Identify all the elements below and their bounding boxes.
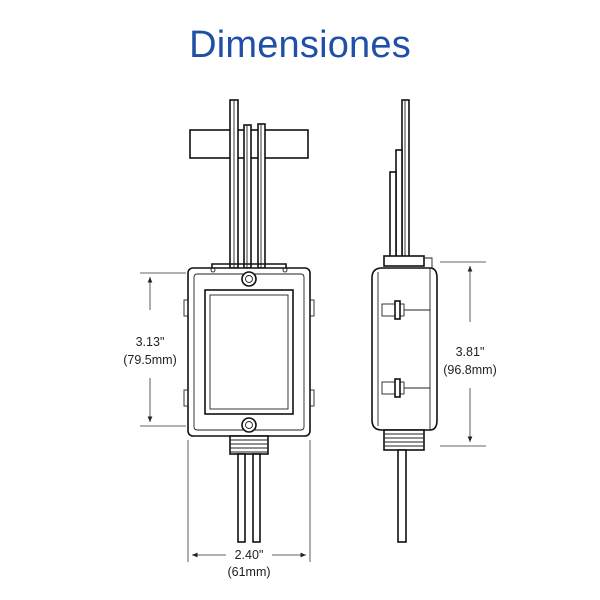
front-width-inches: 2.40" xyxy=(235,548,264,562)
side-height-dimension: 3.81" (96.8mm) xyxy=(440,261,497,447)
front-view: 3.13" (79.5mm) 2.40" (61mm) xyxy=(123,99,315,579)
side-top-wires xyxy=(389,99,410,263)
side-view: 3.81" (96.8mm) xyxy=(371,99,497,543)
side-height-mm: (96.8mm) xyxy=(443,363,496,377)
front-top-wires xyxy=(189,99,309,269)
side-height-inches: 3.81" xyxy=(456,345,485,359)
side-box-body xyxy=(371,267,438,431)
front-width-dimension: 2.40" (61mm) xyxy=(187,440,311,579)
front-bottom-wires xyxy=(237,453,261,543)
page-title: Dimensiones xyxy=(189,24,411,66)
front-width-mm: (61mm) xyxy=(227,565,270,579)
front-height-dimension: 3.13" (79.5mm) xyxy=(123,272,186,427)
front-threaded-nipple xyxy=(229,435,269,455)
side-threaded-nipple xyxy=(383,429,425,451)
front-height-inches: 3.13" xyxy=(136,335,165,349)
front-box-body xyxy=(183,263,315,437)
front-height-mm: (79.5mm) xyxy=(123,353,176,367)
